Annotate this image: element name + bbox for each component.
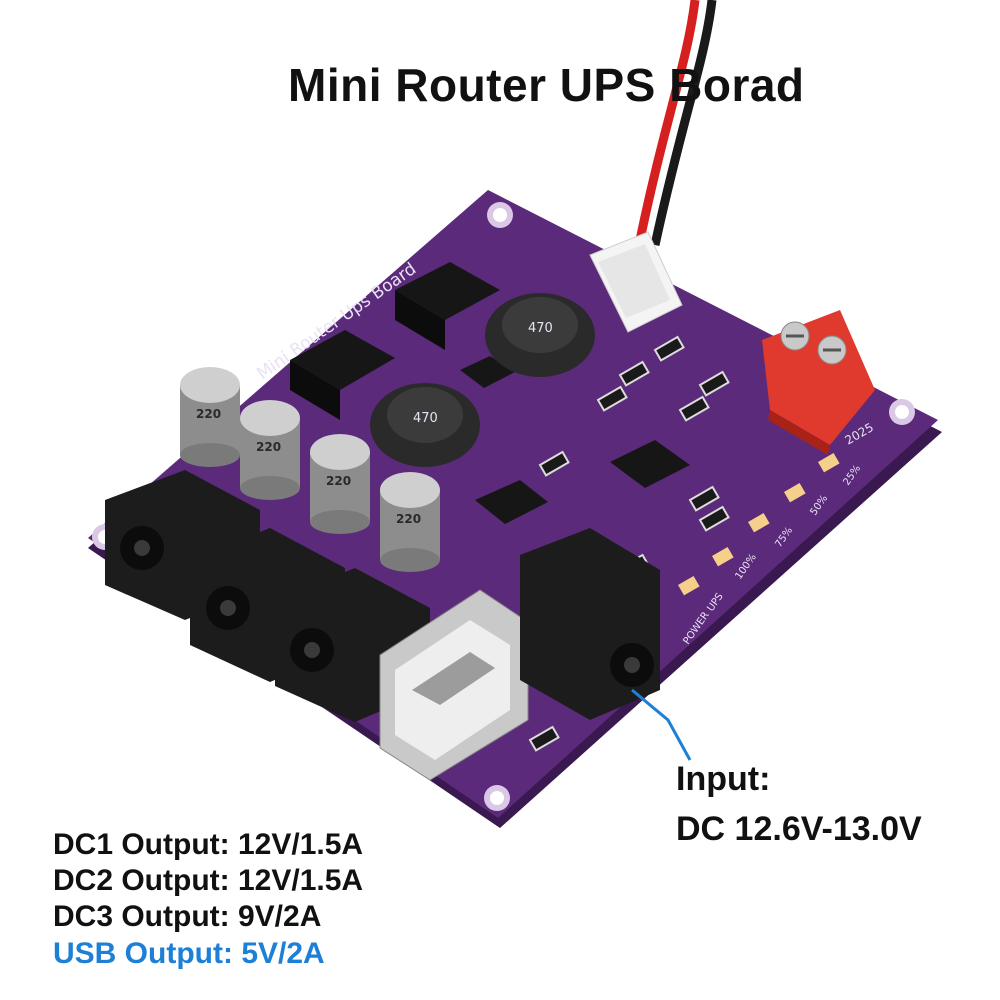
inductor-2-marking: 470 [413, 411, 438, 426]
electrolytic-capacitors: 220 220 220 220 [180, 367, 440, 572]
spec-value: 5V/2A [241, 937, 325, 970]
spec-dc3-output: DC3 Output: 9V/2A [53, 900, 321, 934]
dc-output-jacks [105, 470, 430, 722]
spec-label: DC1 Output: [53, 828, 230, 861]
page-title: Mini Router UPS Borad [288, 59, 805, 111]
spec-usb-output: USB Output: 5V/2A [53, 937, 325, 971]
spec-value: 12V/1.5A [237, 864, 364, 897]
spec-label: DC3 Output: [53, 900, 230, 933]
status-leds [678, 453, 840, 596]
capacitor-2-value: 220 [256, 440, 281, 454]
spec-value: 12V/1.5A [237, 828, 364, 861]
spec-label: DC2 Output: [53, 864, 230, 897]
screw-terminal [762, 310, 875, 455]
inductors: 470 470 [370, 293, 595, 467]
dc-input-jack [520, 528, 660, 720]
battery-wires [635, 0, 717, 246]
input-value: DC 12.6V-13.0V [676, 810, 922, 848]
voltage-regulators [290, 262, 690, 524]
spec-value: 9V/2A [237, 900, 322, 933]
inductor-1-marking: 470 [528, 321, 553, 336]
capacitor-4-value: 220 [396, 512, 421, 526]
usb-port [379, 589, 529, 781]
spec-dc2-output: DC2 Output: 12V/1.5A [53, 864, 363, 898]
capacitor-3-value: 220 [326, 474, 351, 488]
input-callout-line [631, 688, 692, 761]
spec-dc1-output: DC1 Output: 12V/1.5A [53, 828, 363, 862]
battery-connector [589, 231, 683, 333]
input-label: Input: [676, 760, 771, 798]
capacitor-1-value: 220 [196, 407, 221, 421]
spec-label: USB Output: [53, 937, 233, 970]
